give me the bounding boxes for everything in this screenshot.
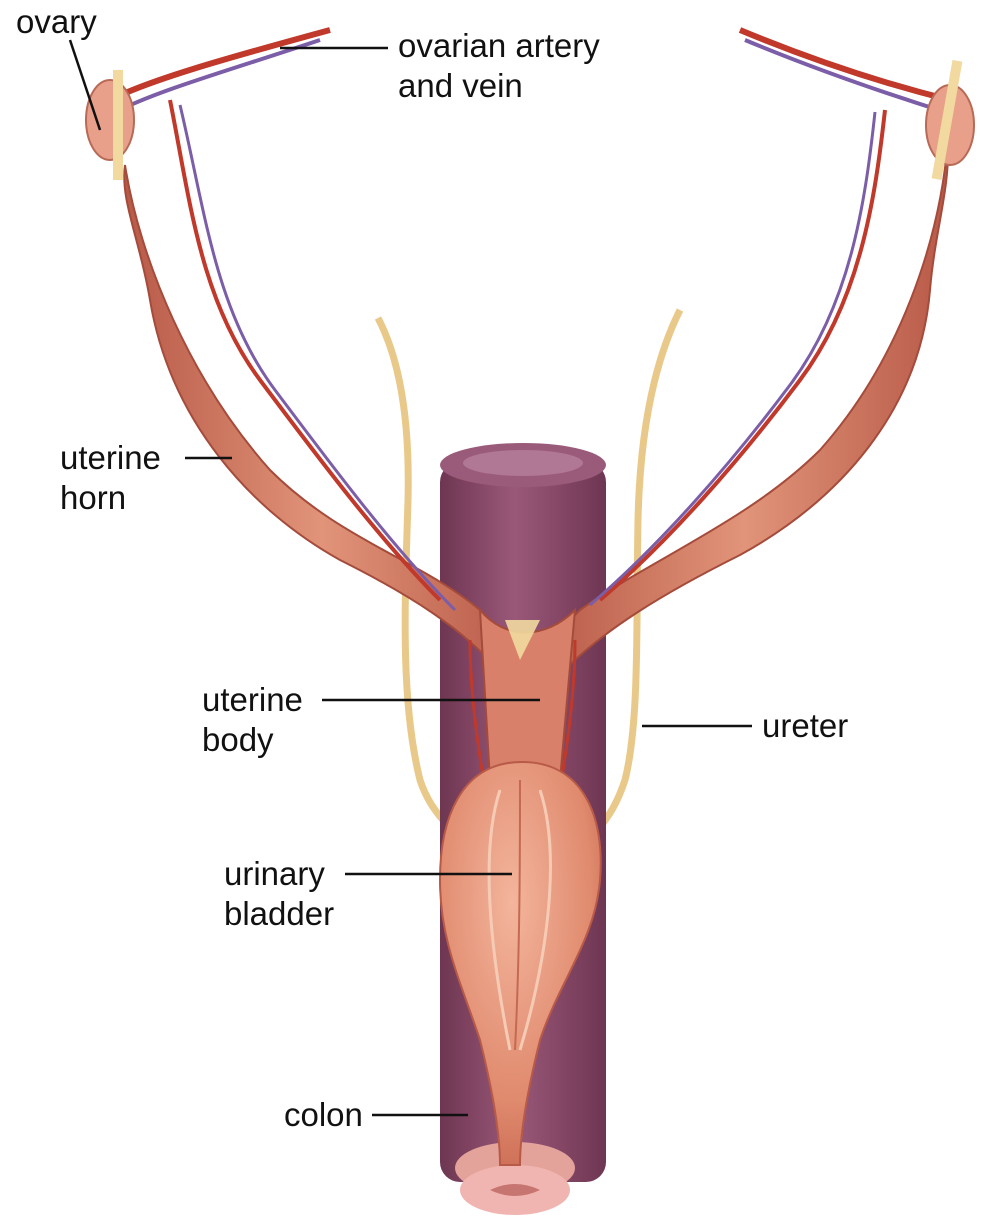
uterine-horn-label: uterine horn	[60, 438, 161, 518]
ovary-label: ovary	[16, 2, 97, 42]
uterine-horn-left	[124, 165, 520, 680]
ovary-right	[926, 60, 974, 180]
urinary-bladder-label: urinary bladder	[224, 854, 334, 934]
uterine-body-label: uterine body	[202, 680, 303, 760]
ovarian-artery-and-vein-label: ovarian artery and vein	[398, 26, 600, 106]
ovary-left	[86, 70, 134, 180]
ureter-label: ureter	[762, 706, 848, 746]
ovary-leader	[70, 40, 100, 130]
colon-label: colon	[284, 1095, 363, 1135]
